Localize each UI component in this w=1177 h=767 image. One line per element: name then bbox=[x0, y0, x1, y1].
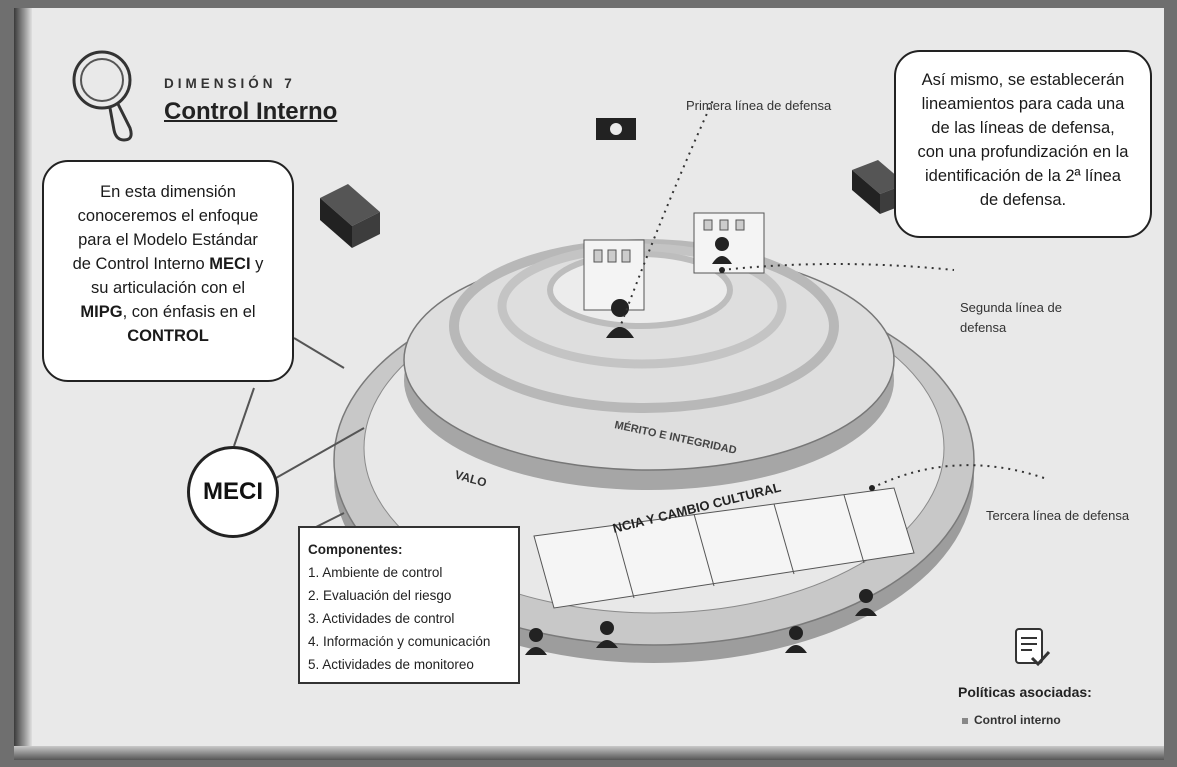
lines-bubble-line: lineamientos para cada una bbox=[921, 95, 1125, 113]
components-box: Componentes: 1. Ambiente de control 2. E… bbox=[298, 526, 520, 684]
scan-edge-bottom bbox=[14, 746, 1164, 760]
component-item: 3. Actividades de control bbox=[308, 611, 455, 626]
component-item: 1. Ambiente de control bbox=[308, 565, 443, 580]
meci-circle: MECI bbox=[187, 446, 279, 538]
building-block-center bbox=[583, 239, 645, 311]
intro-line: MIPG, con énfasis en el bbox=[80, 303, 256, 321]
bullet-square-icon bbox=[962, 717, 968, 724]
intro-speech-bubble: En esta dimensión conoceremos el enfoque… bbox=[42, 160, 294, 382]
leader-lines bbox=[618, 97, 1045, 489]
dimension-label: DIMENSIÓN 7 bbox=[164, 76, 296, 91]
third-line-label: Tercera línea de defensa bbox=[986, 508, 1130, 523]
magnifier-icon bbox=[72, 50, 133, 142]
lines-speech-bubble: Así mismo, se establecerán lineamientos … bbox=[894, 50, 1152, 238]
leader-dots bbox=[616, 267, 875, 491]
connector-lines bbox=[233, 337, 365, 529]
intro-line: de Control Interno MECI y bbox=[72, 255, 264, 273]
component-item: 2. Evaluación del riesgo bbox=[308, 588, 452, 603]
intro-line: conoceremos el enfoque bbox=[77, 207, 259, 225]
second-line-label-2: defensa bbox=[960, 320, 1007, 335]
building-block-front bbox=[533, 487, 915, 609]
floating-block-left bbox=[320, 184, 380, 248]
person-icons bbox=[525, 237, 877, 655]
dimension-title: Control Interno bbox=[164, 98, 338, 125]
intro-line: para el Modelo Estándar bbox=[78, 231, 258, 249]
component-item: 5. Actividades de monitoreo bbox=[308, 657, 474, 672]
floating-block-top bbox=[596, 118, 636, 140]
intro-line: CONTROL bbox=[127, 327, 209, 345]
first-line-label: Primera línea de defensa bbox=[686, 98, 832, 113]
lines-bubble-line: identificación de la 2ª línea bbox=[925, 167, 1121, 185]
intro-line: su articulación con el bbox=[90, 279, 246, 297]
associated-policy-item: Control interno bbox=[962, 713, 1061, 727]
lines-bubble-line: con una profundización en la bbox=[917, 143, 1129, 161]
lines-bubble-line: de las líneas de defensa, bbox=[931, 119, 1115, 137]
lines-bubble-line: de defensa. bbox=[979, 191, 1067, 209]
component-item: 4. Información y comunicación bbox=[308, 634, 491, 649]
associated-policies-title: Políticas asociadas: bbox=[958, 684, 1092, 700]
second-line-label-1: Segunda línea de bbox=[960, 300, 1062, 315]
associated-policy-label: Control interno bbox=[974, 713, 1061, 727]
page: MÉRITO E INTEGRIDAD VALO NCIA Y CAMBIO C… bbox=[14, 8, 1164, 760]
components-title: Componentes: bbox=[308, 542, 403, 557]
document-check-icon bbox=[1015, 628, 1051, 667]
intro-line: En esta dimensión bbox=[100, 183, 236, 201]
lines-bubble-line: Así mismo, se establecerán bbox=[921, 71, 1125, 89]
scan-edge-left bbox=[14, 8, 32, 760]
